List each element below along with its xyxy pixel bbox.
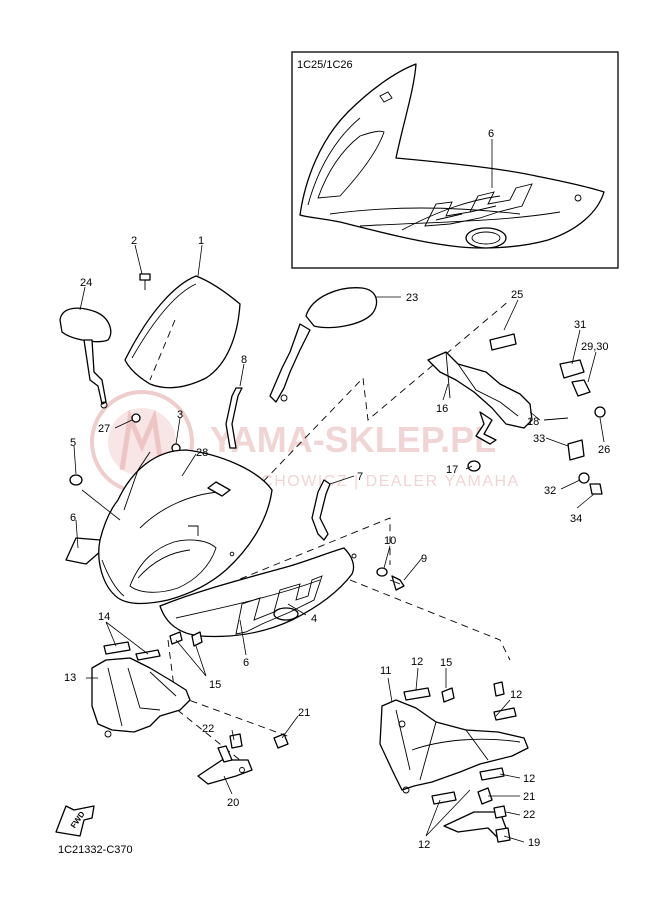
- callout-23: 23: [406, 292, 418, 304]
- clip-12b: [493, 707, 517, 721]
- screw-2: [139, 273, 151, 290]
- callout-numbers: 6 2 1 24 23 25 31 29,30 8 16 3 27 18 26 …: [64, 128, 610, 851]
- callout-17: 17: [446, 464, 458, 476]
- washer-10: [376, 567, 388, 577]
- callout-18: 18: [527, 416, 539, 428]
- screw-15d: [493, 681, 505, 697]
- collar-29-30: [571, 379, 591, 397]
- inset-model-code: 1C25/1C26: [297, 59, 353, 71]
- callout-12-right: 12: [510, 689, 522, 701]
- stay-bolts-right: [467, 359, 606, 495]
- callout-26: 26: [598, 444, 610, 456]
- callout-29-30: 29,30: [581, 341, 609, 353]
- callout-8: 8: [241, 354, 247, 366]
- callout-6-side: 6: [243, 657, 249, 669]
- bracket-25: [489, 333, 517, 351]
- callout-3: 3: [177, 409, 183, 421]
- callout-1: 1: [198, 235, 204, 247]
- side-cowl: [159, 547, 357, 638]
- callout-12-bottom: 12: [418, 839, 430, 851]
- callout-6-inset: 6: [488, 128, 494, 140]
- callout-28: 28: [196, 447, 208, 459]
- grommet-17: [467, 460, 481, 472]
- callout-27: 27: [98, 423, 110, 435]
- left-inner-panel: [91, 631, 203, 738]
- inset-cowling-assembly: [299, 63, 605, 249]
- right-mirror: [269, 287, 378, 403]
- callout-2: 2: [131, 235, 137, 247]
- bolt-21b: [477, 787, 493, 805]
- callout-13: 13: [64, 672, 76, 684]
- hose-7: [311, 479, 331, 541]
- callout-24: 24: [80, 277, 92, 289]
- callout-31: 31: [574, 319, 586, 331]
- spacer-33: [567, 439, 585, 461]
- callout-32: 32: [544, 485, 556, 497]
- nut-22a: [229, 733, 243, 749]
- hose-8: [225, 387, 243, 449]
- callout-22-right: 22: [523, 809, 535, 821]
- washer-32: [578, 472, 590, 484]
- right-inner-panel: [379, 681, 529, 805]
- cowling-stay: [427, 333, 569, 445]
- callout-15-right: 15: [440, 657, 452, 669]
- callout-4: 4: [311, 613, 317, 625]
- watermark-subtitle: CIECHOWICZ | DEALER YAMAHA: [230, 473, 520, 490]
- upper-cowling: [98, 449, 273, 605]
- callout-7: 7: [357, 471, 363, 483]
- callout-21-left: 21: [298, 707, 310, 719]
- callout-15-left: 15: [209, 679, 221, 691]
- clip-12a: [403, 687, 431, 701]
- bolt-27: [131, 413, 141, 423]
- callout-25: 25: [511, 289, 523, 301]
- windscreen: [124, 275, 241, 389]
- screw-15c: [441, 687, 455, 703]
- callout-34: 34: [570, 513, 582, 525]
- clip-14a: [103, 641, 131, 655]
- clip-14b: [135, 649, 161, 661]
- callout-12-mid: 12: [523, 773, 535, 785]
- callout-21-right: 21: [523, 791, 535, 803]
- nut-26: [594, 406, 606, 418]
- watermark-title: YAMA-SKLEP.PL: [210, 419, 496, 460]
- bolt-9: [389, 575, 405, 591]
- diagram-code: 1C21332-C370: [58, 844, 133, 856]
- side-logo-decal: [235, 575, 323, 635]
- bolt-21a: [273, 733, 289, 749]
- side-deflector: [65, 537, 103, 565]
- leader-lines: [73, 139, 605, 843]
- callout-19: 19: [528, 837, 540, 849]
- callout-12-top: 12: [411, 656, 423, 668]
- callout-11: 11: [380, 665, 391, 677]
- callout-10: 10: [384, 535, 396, 547]
- callout-5: 5: [70, 437, 76, 449]
- screw-15a: [169, 631, 183, 645]
- bracket-20: [197, 733, 289, 785]
- inset-box: 1C25/1C26: [291, 51, 619, 269]
- callout-20: 20: [227, 797, 239, 809]
- clip-12d: [431, 791, 457, 805]
- washer-5: [69, 474, 83, 486]
- nut-22b: [493, 805, 507, 819]
- clip-12c: [479, 767, 505, 781]
- bracket-19: [443, 787, 511, 843]
- callout-33: 33: [533, 433, 545, 445]
- callout-16: 16: [436, 403, 448, 415]
- bolt-34: [589, 483, 603, 495]
- nut-31: [559, 359, 585, 379]
- callout-6-left: 6: [70, 512, 76, 524]
- callout-14: 14: [98, 611, 110, 623]
- fwd-arrow-icon: FWD: [55, 805, 95, 837]
- callout-9: 9: [421, 553, 427, 565]
- inset-logo-decal: [424, 183, 533, 227]
- callout-22-left: 22: [202, 723, 214, 735]
- left-mirror: [59, 307, 112, 409]
- screw-15b: [191, 631, 203, 647]
